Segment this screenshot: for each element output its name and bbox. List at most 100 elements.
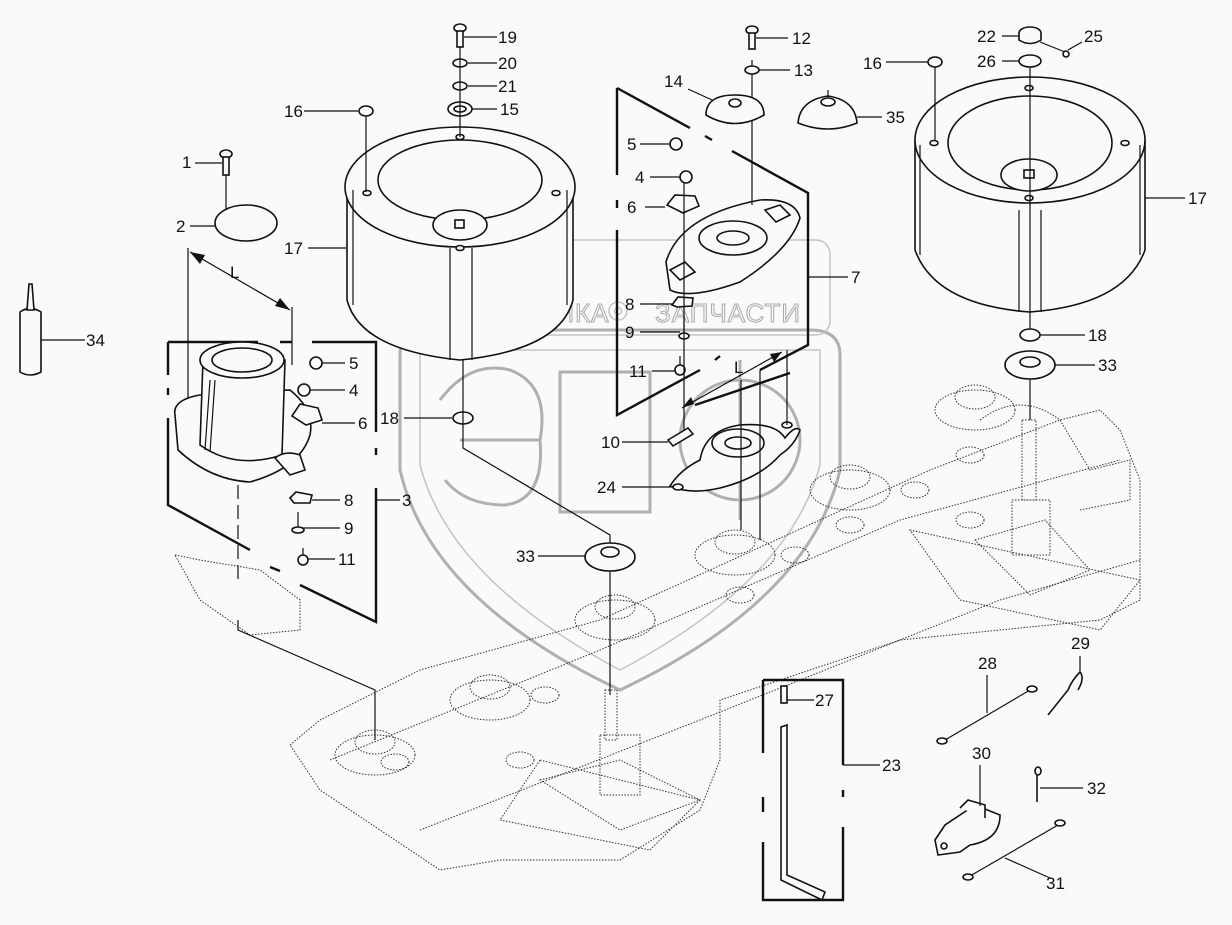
callout-1[interactable]: 1 (182, 153, 191, 172)
pad-27 (780, 685, 788, 704)
gear (955, 511, 985, 529)
gear (780, 546, 810, 564)
callout-15[interactable]: 15 (500, 100, 519, 119)
callout-9-left[interactable]: 9 (344, 519, 353, 538)
gear (955, 446, 985, 464)
guard-kit-23 (761, 678, 880, 902)
callout-35[interactable]: 35 (886, 108, 905, 127)
callout-28[interactable]: 28 (978, 654, 997, 673)
callout-2[interactable]: 2 (176, 217, 185, 236)
callout-8-left[interactable]: 8 (344, 491, 353, 510)
callout-24[interactable]: 24 (597, 478, 616, 497)
ring-18-right (1019, 328, 1085, 342)
callout-16-left[interactable]: 16 (284, 102, 303, 121)
knife-10 (622, 426, 695, 448)
bushing-22 (1002, 26, 1042, 45)
callout-5-left[interactable]: 5 (349, 354, 358, 373)
callout-6-left[interactable]: 6 (358, 414, 367, 433)
washer-15 (447, 101, 497, 117)
callout-20[interactable]: 20 (498, 54, 517, 73)
bolt-11-center (674, 356, 686, 376)
callout-32[interactable]: 32 (1087, 779, 1106, 798)
knife-holder-6-center (665, 194, 701, 214)
cutterbar-frame (174, 384, 1141, 871)
cable-28 (936, 675, 1038, 745)
callout-19[interactable]: 19 (498, 28, 517, 47)
spacer-33-right (1004, 350, 1095, 380)
callout-30[interactable]: 30 (972, 744, 991, 763)
gearbox-left (538, 689, 702, 831)
callout-16-right[interactable]: 16 (863, 54, 882, 73)
callout-8-center[interactable]: 8 (625, 295, 634, 314)
callout-29[interactable]: 29 (1071, 634, 1090, 653)
callout-10[interactable]: 10 (601, 433, 620, 452)
bolt-9 (291, 512, 305, 534)
watermark-shield-inner (419, 349, 821, 671)
disc-assembly-7 (615, 60, 848, 440)
callout-25[interactable]: 25 (1084, 27, 1103, 46)
plate-8 (288, 491, 313, 504)
watermark-shield (398, 328, 842, 692)
watermark-letter-e (438, 366, 544, 507)
callout-11-left[interactable]: 11 (338, 550, 356, 569)
hub (694, 529, 776, 576)
screw-25 (1039, 41, 1083, 58)
callout-6-center[interactable]: 6 (627, 198, 636, 217)
callout-labels: 1 2 3 4 5 6 8 9 11 4 5 6 7 8 9 10 11 12 … (86, 27, 1207, 893)
callout-23[interactable]: 23 (882, 756, 901, 775)
callout-22[interactable]: 22 (977, 27, 996, 46)
callout-9-center[interactable]: 9 (625, 323, 634, 342)
callout-5-center[interactable]: 5 (627, 135, 636, 154)
watermark-text-right: ЗАПЧАСТИ (655, 298, 801, 328)
bolt-12 (745, 25, 788, 50)
callout-18-left[interactable]: 18 (380, 409, 399, 428)
callout-33-left[interactable]: 33 (516, 547, 535, 566)
hub (809, 464, 891, 511)
callout-12[interactable]: 12 (792, 29, 811, 48)
callout-27[interactable]: 27 (815, 691, 834, 710)
cap-14 (687, 88, 765, 125)
bolt-19 (453, 23, 497, 48)
callout-18-right[interactable]: 18 (1088, 326, 1107, 345)
callout-34[interactable]: 34 (86, 331, 105, 350)
linch-pin-29 (1047, 656, 1083, 716)
callout-21[interactable]: 21 (498, 77, 517, 96)
callout-31[interactable]: 31 (1046, 874, 1065, 893)
gearbox-right (974, 419, 1091, 596)
gear (505, 751, 535, 769)
callout-17-right[interactable]: 17 (1188, 189, 1207, 208)
cable-31 (962, 819, 1066, 881)
drum-17-left (308, 126, 576, 361)
lower-disc-24: L (622, 350, 801, 492)
callout-7[interactable]: 7 (851, 268, 860, 287)
callout-3[interactable]: 3 (402, 491, 411, 510)
callout-17-left[interactable]: 17 (284, 239, 303, 258)
hub (449, 674, 531, 721)
callout-13[interactable]: 13 (794, 61, 813, 80)
grease-tube-34 (19, 283, 85, 376)
hub-housing (173, 341, 312, 483)
callout-11-center[interactable]: 11 (629, 362, 647, 381)
hub (574, 594, 656, 641)
gear (530, 686, 560, 704)
ring-26 (1002, 54, 1042, 68)
callout-4-center[interactable]: 4 (635, 168, 644, 187)
plug-16-left (304, 105, 374, 192)
callout-26[interactable]: 26 (977, 52, 996, 71)
hub (934, 384, 1016, 431)
knife-holder-6 (290, 403, 324, 426)
callout-14[interactable]: 14 (664, 72, 683, 91)
gear (900, 481, 930, 499)
plug-16-right (886, 56, 943, 140)
gear (380, 753, 410, 771)
gear (835, 516, 865, 534)
plate-8-center (670, 296, 694, 308)
cover-plate-2 (190, 204, 278, 242)
screw-1 (195, 149, 233, 210)
drum-17-right (914, 76, 1185, 313)
callout-33-right[interactable]: 33 (1098, 356, 1117, 375)
nut-5-center (669, 137, 683, 151)
drum-hub-assembly: L (166, 248, 400, 740)
callout-4-left[interactable]: 4 (349, 381, 358, 400)
